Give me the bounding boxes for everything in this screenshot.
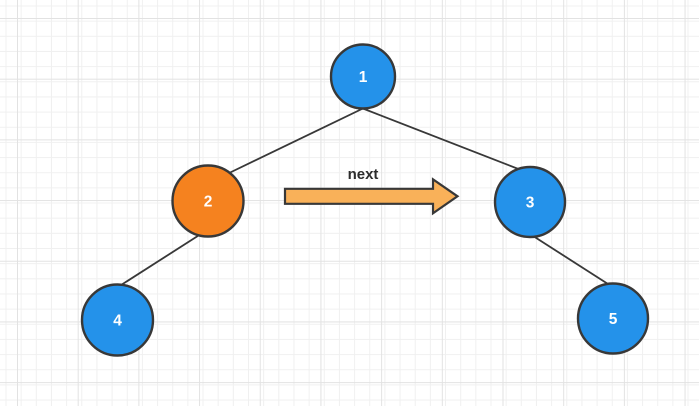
tree-node-5[interactable] [576, 282, 650, 355]
edge-1-3[interactable] [358, 106, 522, 171]
tree-node-1[interactable] [329, 43, 397, 110]
next-pointer-arrow[interactable] [283, 177, 460, 216]
edge-3-5[interactable] [529, 233, 609, 285]
edge-1-2[interactable] [224, 106, 367, 176]
next-pointer-label: next [348, 166, 379, 183]
tree-node-3[interactable] [493, 165, 567, 239]
tree-node-2[interactable] [171, 164, 245, 238]
tree-node-4[interactable] [80, 283, 155, 357]
edge-2-4[interactable] [117, 231, 205, 288]
